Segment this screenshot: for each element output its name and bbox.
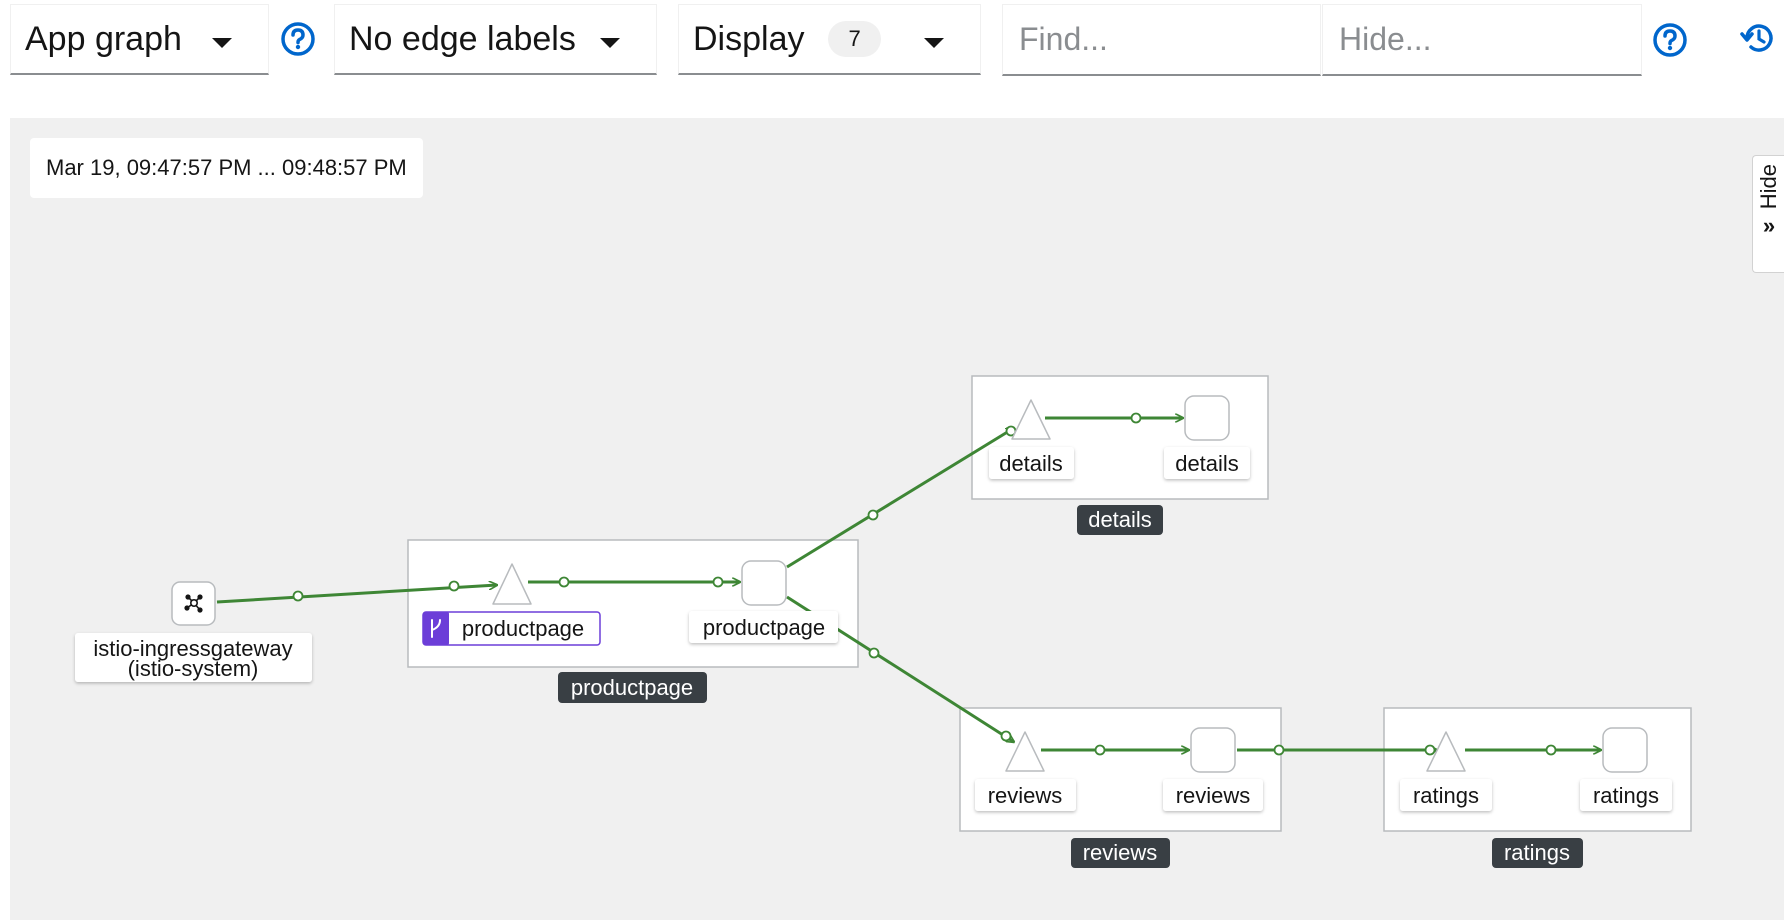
details-app-label-bg — [1077, 505, 1163, 535]
display-dropdown[interactable]: Display 7 — [678, 4, 981, 75]
details-workload-label: details — [1175, 451, 1239, 476]
gateway-icon — [184, 594, 203, 613]
ratings-app-label: ratings — [1504, 840, 1570, 865]
node-details-service[interactable] — [1011, 399, 1051, 440]
reviews-workload-label: reviews — [1176, 783, 1251, 808]
hide-input[interactable] — [1322, 4, 1642, 76]
ratings-workload-label-bg — [1580, 779, 1672, 811]
graph-canvas[interactable]: Mar 19, 09:47:57 PM ... 09:48:57 PM Hide… — [10, 118, 1784, 920]
ingress-label-line2: (istio-system) — [128, 656, 259, 681]
productpage-workload-label-bg — [689, 611, 838, 643]
graph-type-label: App graph — [25, 19, 182, 58]
details-workload-label-bg — [1164, 447, 1250, 479]
details-app-label: details — [1088, 507, 1152, 532]
node-details-workload[interactable] — [1184, 395, 1230, 441]
reviews-app-label-bg — [1071, 838, 1170, 868]
node-productpage-workload[interactable] — [741, 560, 787, 606]
history-icon[interactable] — [1740, 20, 1776, 56]
chevron-down-icon — [212, 38, 232, 48]
edge-productpage-details[interactable] — [786, 428, 1014, 569]
time-range-text: Mar 19, 09:47:57 PM ... 09:48:57 PM — [46, 155, 407, 180]
display-count-badge: 7 — [828, 21, 881, 57]
details-service-label-bg — [989, 447, 1074, 479]
double-chevron-right-icon: » — [1762, 213, 1776, 239]
ratings-workload-label: ratings — [1593, 783, 1659, 808]
service-graph: istio-ingressgateway (istio-system) prod… — [75, 375, 1692, 868]
help-circle-icon[interactable] — [280, 21, 316, 57]
ingress-label-line1: istio-ingressgateway — [93, 636, 292, 661]
reviews-service-label-bg — [975, 779, 1076, 811]
reviews-service-label: reviews — [988, 783, 1063, 808]
time-range-label: Mar 19, 09:47:57 PM ... 09:48:57 PM — [30, 138, 423, 198]
productpage-app-label: productpage — [571, 675, 693, 700]
graph-type-dropdown[interactable]: App graph — [10, 4, 269, 75]
node-ratings-workload[interactable] — [1602, 727, 1648, 773]
node-istio-ingressgateway[interactable] — [171, 581, 216, 626]
help-circle-icon[interactable] — [1652, 22, 1688, 58]
edge-labels-dropdown[interactable]: No edge labels — [334, 4, 657, 75]
app-box-productpage[interactable] — [407, 539, 859, 668]
node-reviews-workload[interactable] — [1190, 727, 1236, 773]
hide-side-panel-tab[interactable]: Hide » — [1752, 155, 1784, 273]
chevron-down-icon — [600, 38, 620, 48]
reviews-workload-label-bg — [1163, 779, 1263, 811]
node-reviews-service[interactable] — [1005, 731, 1045, 772]
ratings-service-label-bg — [1400, 779, 1492, 811]
find-input[interactable] — [1002, 4, 1321, 76]
display-label: Display — [693, 19, 805, 58]
edge-midpoints — [292, 412, 1557, 756]
ratings-app-label-bg — [1492, 838, 1583, 868]
node-ratings-service[interactable] — [1426, 731, 1466, 772]
chevron-down-icon — [924, 38, 944, 48]
graph-toolbar: App graph No edge labels Display 7 — [0, 0, 1784, 118]
node-productpage-service[interactable] — [492, 563, 532, 605]
productpage-app-label-bg — [558, 672, 707, 703]
edge-labels-label: No edge labels — [349, 19, 576, 58]
ingress-label-bg — [75, 633, 312, 682]
productpage-service-label: productpage — [422, 611, 601, 646]
details-service-label: details — [999, 451, 1063, 476]
svg-text:productpage: productpage — [462, 616, 584, 641]
productpage-workload-label: productpage — [703, 615, 825, 640]
ratings-service-label: ratings — [1413, 783, 1479, 808]
reviews-app-label: reviews — [1083, 840, 1158, 865]
